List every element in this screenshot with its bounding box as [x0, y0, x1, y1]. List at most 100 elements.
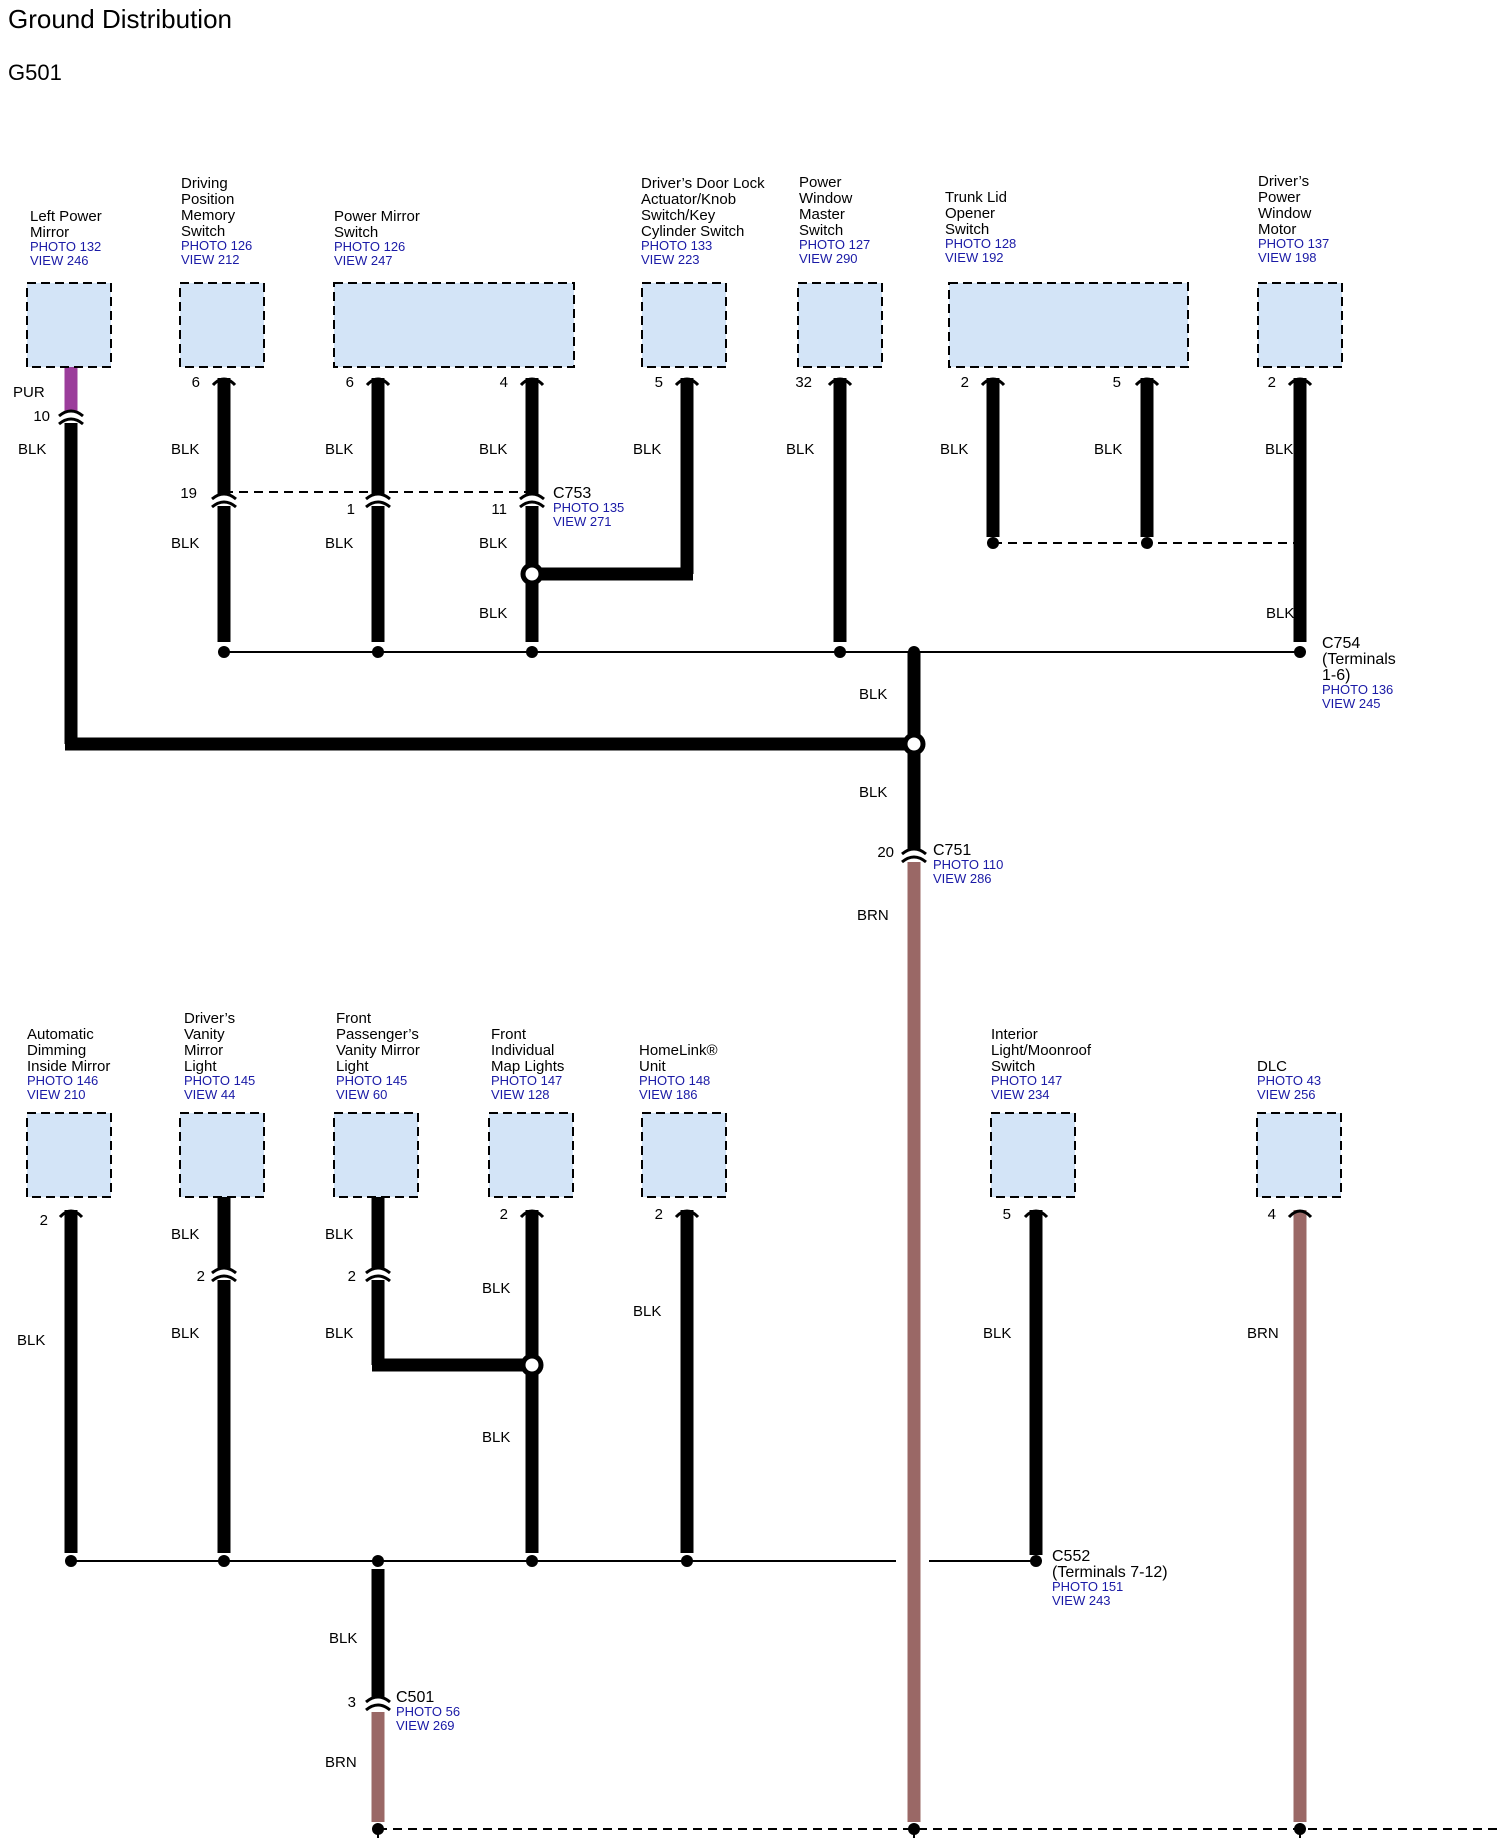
- connector-2-lower: [211, 1274, 237, 1283]
- front-individual-map-lights-view-ref: VIEW 128: [491, 1087, 550, 1102]
- pin-number: 2: [655, 1206, 663, 1223]
- power-window-master-switch-name: Power: [799, 174, 842, 191]
- terminal-bottom: [58, 1209, 84, 1219]
- connector-2-upper: [211, 1266, 237, 1275]
- power-mirror-switch-photo-ref: PHOTO 126: [334, 239, 405, 254]
- trunk-lid-opener-switch-view-ref: VIEW 192: [945, 250, 1004, 265]
- splice-dot: [218, 1555, 230, 1567]
- wire-color-label: BRN: [1247, 1325, 1279, 1342]
- wire-color-label: BLK: [940, 441, 968, 458]
- pin-number: 11: [491, 501, 507, 518]
- trunk-lid-opener-switch-name: Switch: [945, 221, 989, 238]
- page-subtitle: G501: [8, 60, 62, 85]
- splice-points: [57, 377, 1313, 1838]
- pin-number: 6: [346, 374, 354, 391]
- power-window-master-switch-name: Window: [799, 190, 853, 207]
- splice-dot: [1141, 537, 1153, 549]
- homelink-unit-photo-ref: PHOTO 148: [639, 1073, 710, 1088]
- interior-light-moonroof-switch-view-ref: VIEW 234: [991, 1087, 1050, 1102]
- driving-position-memory-switch-name: Position: [181, 191, 234, 208]
- drivers-door-lock-actuator-photo-ref: PHOTO 133: [641, 238, 712, 253]
- pin-number: 2: [197, 1268, 205, 1285]
- wire-color-label: BLK: [17, 1332, 45, 1349]
- front-passengers-vanity-mirror-light-name: Vanity Mirror: [336, 1042, 420, 1059]
- wire-color-label: BLK: [786, 441, 814, 458]
- dlc-box: [1256, 1112, 1342, 1198]
- drivers-power-window-motor-name: Power: [1258, 189, 1301, 206]
- interior-light-moonroof-switch-name: Light/Moonroof: [991, 1042, 1092, 1059]
- terminal-bottom: [674, 1209, 700, 1219]
- drivers-door-lock-actuator-name: Switch/Key: [641, 207, 716, 224]
- front-passengers-vanity-mirror-light-name: Light: [336, 1058, 369, 1075]
- c753-name: C753: [553, 485, 591, 502]
- wire-color-label: BLK: [325, 535, 353, 552]
- c552-view-ref: VIEW 243: [1052, 1593, 1111, 1608]
- drivers-vanity-mirror-light-name: Light: [184, 1058, 217, 1075]
- terminal-top: [980, 377, 1006, 387]
- connector-c751-lower: [901, 855, 927, 864]
- driving-position-memory-switch-photo-ref: PHOTO 126: [181, 238, 252, 253]
- drivers-door-lock-actuator-name: Driver’s Door Lock: [641, 175, 765, 192]
- pin-number: 5: [1113, 374, 1121, 391]
- connector-11-upper: [519, 492, 545, 501]
- pin-number: 19: [180, 485, 197, 502]
- wire-color-label: BLK: [325, 1325, 353, 1342]
- pin-number: 3: [348, 1694, 356, 1711]
- trunk-lid-opener-switch-name: Opener: [945, 205, 995, 222]
- pin-number: 32: [795, 374, 812, 391]
- terminal-bottom: [1023, 1209, 1049, 1219]
- front-passengers-vanity-mirror-light-box: [333, 1112, 419, 1198]
- connector-c751-upper: [901, 847, 927, 856]
- wire-color-label: BLK: [633, 1303, 661, 1320]
- connector-c501-lower: [365, 1703, 391, 1712]
- front-individual-map-lights-name: Individual: [491, 1042, 554, 1059]
- pin-number: 4: [1268, 1206, 1276, 1223]
- pin-number: 10: [33, 408, 50, 425]
- drivers-power-window-motor-view-ref: VIEW 198: [1258, 250, 1317, 265]
- drivers-power-window-motor-photo-ref: PHOTO 137: [1258, 236, 1329, 251]
- power-window-master-switch-name: Master: [799, 206, 845, 223]
- connector-10-lower: [58, 417, 84, 426]
- terminal-top: [211, 377, 237, 387]
- terminal-top: [519, 377, 545, 387]
- c754-view-ref: VIEW 245: [1322, 696, 1381, 711]
- c552-name: C552: [1052, 1548, 1090, 1565]
- auto-dimming-inside-mirror-view-ref: VIEW 210: [27, 1087, 86, 1102]
- pin-number: 5: [655, 374, 663, 391]
- homelink-unit-box: [641, 1112, 727, 1198]
- terminal-bottom: [519, 1209, 545, 1219]
- homelink-unit-name: HomeLink®: [639, 1042, 718, 1059]
- drivers-door-lock-actuator-name: Actuator/Knob: [641, 191, 736, 208]
- wire-color-label: BLK: [983, 1325, 1011, 1342]
- drivers-vanity-mirror-light-view-ref: VIEW 44: [184, 1087, 235, 1102]
- c754-name: (Terminals: [1322, 651, 1396, 668]
- pin-number: 2: [348, 1268, 356, 1285]
- connector-1-lower: [365, 500, 391, 509]
- c753-photo-ref: PHOTO 135: [553, 500, 624, 515]
- power-window-master-switch-name: Switch: [799, 222, 843, 239]
- pin-number: 4: [500, 374, 508, 391]
- connector-19-lower: [211, 500, 237, 509]
- left-power-mirror-photo-ref: PHOTO 132: [30, 239, 101, 254]
- homelink-unit-view-ref: VIEW 186: [639, 1087, 698, 1102]
- wire-color-label: PUR: [13, 384, 45, 401]
- left-power-mirror-name: Left Power: [30, 208, 102, 225]
- c751-photo-ref: PHOTO 110: [933, 857, 1003, 872]
- pin-number: 6: [192, 374, 200, 391]
- wire-color-label: BLK: [325, 441, 353, 458]
- splice-dot: [526, 1555, 538, 1567]
- pin-number: 5: [1003, 1206, 1011, 1223]
- terminal-top: [365, 377, 391, 387]
- connector-1-upper: [365, 492, 391, 501]
- auto-dimming-inside-mirror-name: Dimming: [27, 1042, 86, 1059]
- splice-ring: [902, 732, 926, 756]
- wire-color-label: BLK: [1094, 441, 1122, 458]
- splice-dot: [1294, 646, 1306, 658]
- splice-dot: [372, 1555, 384, 1567]
- c552-photo-ref: PHOTO 151: [1052, 1579, 1123, 1594]
- driving-position-memory-switch-name: Switch: [181, 223, 225, 240]
- driving-position-memory-switch-name: Driving: [181, 175, 228, 192]
- splice-dot-c552: [1030, 1555, 1042, 1567]
